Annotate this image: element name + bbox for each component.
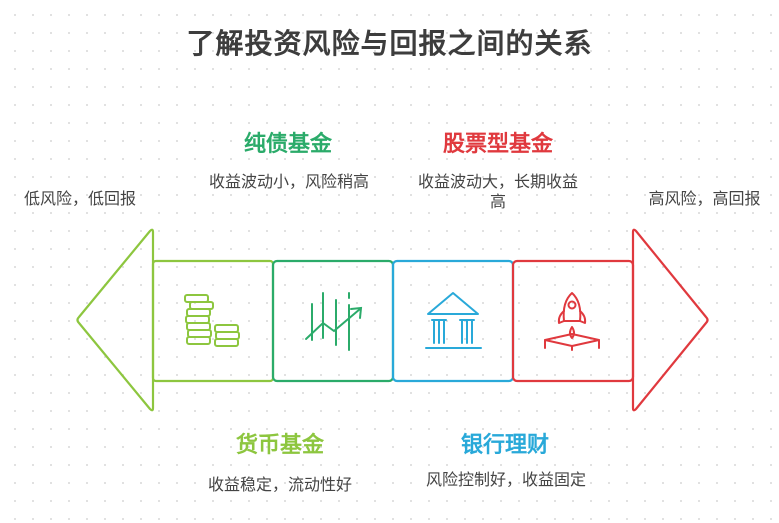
stock-fund-label: 股票型基金 (442, 132, 553, 157)
low-end-label: 低风险，低回报 (23, 189, 136, 208)
money-fund-box (151, 259, 275, 383)
chart-trend-icon (305, 292, 363, 351)
bond-fund-label: 纯债基金 (243, 132, 332, 157)
bank-wealth-desc: 风险控制好，收益固定 (425, 470, 586, 489)
bank-wealth-label: 银行理财 (460, 433, 549, 458)
rocket-launch-icon (544, 292, 600, 351)
right-arrowhead (631, 228, 709, 412)
high-end-label: 高风险，高回报 (648, 189, 761, 208)
stock-fund-desc: 收益波动大，长期收益高 (417, 172, 578, 211)
money-fund-label: 货币基金 (235, 433, 324, 458)
bank-wealth-box (391, 259, 515, 383)
bond-fund-box (271, 259, 395, 383)
bank-building-icon (425, 292, 482, 349)
money-fund-desc: 收益稳定，流动性好 (207, 475, 352, 494)
left-arrowhead (76, 228, 155, 412)
coins-stack-icon (184, 294, 240, 347)
bond-fund-desc: 收益波动小，风险稍高 (208, 172, 369, 191)
stock-fund-box (511, 259, 635, 383)
page-title: 了解投资风险与回报之间的关系 (186, 27, 593, 60)
